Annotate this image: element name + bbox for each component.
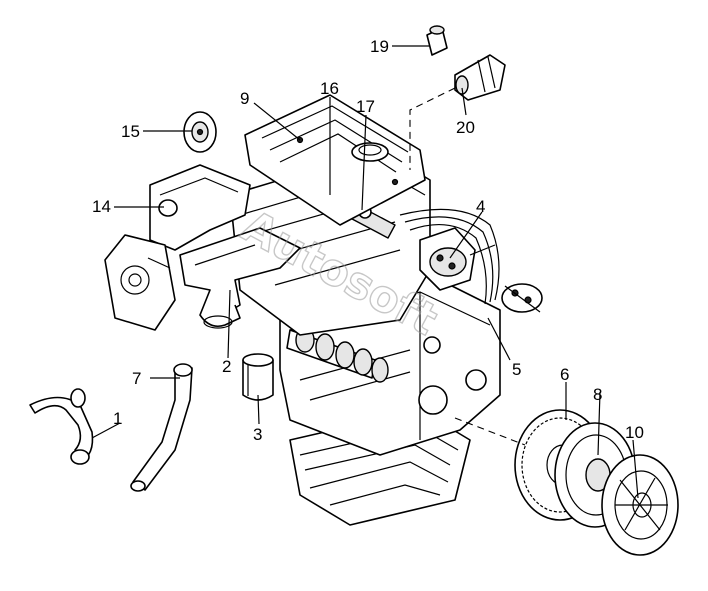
valve-cover: [244, 94, 426, 226]
radiator-hose-lower: [29, 388, 94, 465]
oil-filter: [242, 353, 274, 401]
crankshaft-pulley: [183, 111, 217, 153]
callouts: 1 2 3 4 5 6 7 8 9 10 14 15 16 17 19 20: [92, 37, 644, 444]
clutch-disc: [601, 454, 679, 556]
callout-9: 9: [240, 89, 249, 108]
alignment-line-20: [409, 87, 456, 170]
callout-16: 16: [320, 79, 339, 98]
ignition-leads: [399, 208, 500, 305]
callout-15: 15: [121, 122, 140, 141]
rear-timing-plate: [104, 234, 176, 331]
callout-1: 1: [113, 409, 122, 428]
callout-6: 6: [560, 365, 569, 384]
temperature-sender: [426, 25, 448, 56]
callout-5: 5: [512, 360, 521, 379]
callout-14: 14: [92, 197, 111, 216]
radiator-hose-upper: [130, 363, 193, 492]
alignment-line-flywheel: [454, 417, 526, 446]
callout-10: 10: [625, 423, 644, 442]
crankshaft: [286, 327, 389, 383]
exhaust-manifold: [179, 227, 301, 329]
callout-8: 8: [593, 385, 602, 404]
callout-19: 19: [370, 37, 389, 56]
callout-2: 2: [222, 357, 231, 376]
callout-3: 3: [253, 425, 262, 444]
callout-7: 7: [132, 369, 141, 388]
callout-17: 17: [356, 97, 375, 116]
callout-20: 20: [456, 118, 475, 137]
air-intake-boot: [454, 54, 506, 101]
distributor: [419, 227, 496, 291]
callout-4: 4: [476, 197, 485, 216]
leader-lines: [91, 45, 639, 499]
distributor-cap: [501, 283, 543, 313]
